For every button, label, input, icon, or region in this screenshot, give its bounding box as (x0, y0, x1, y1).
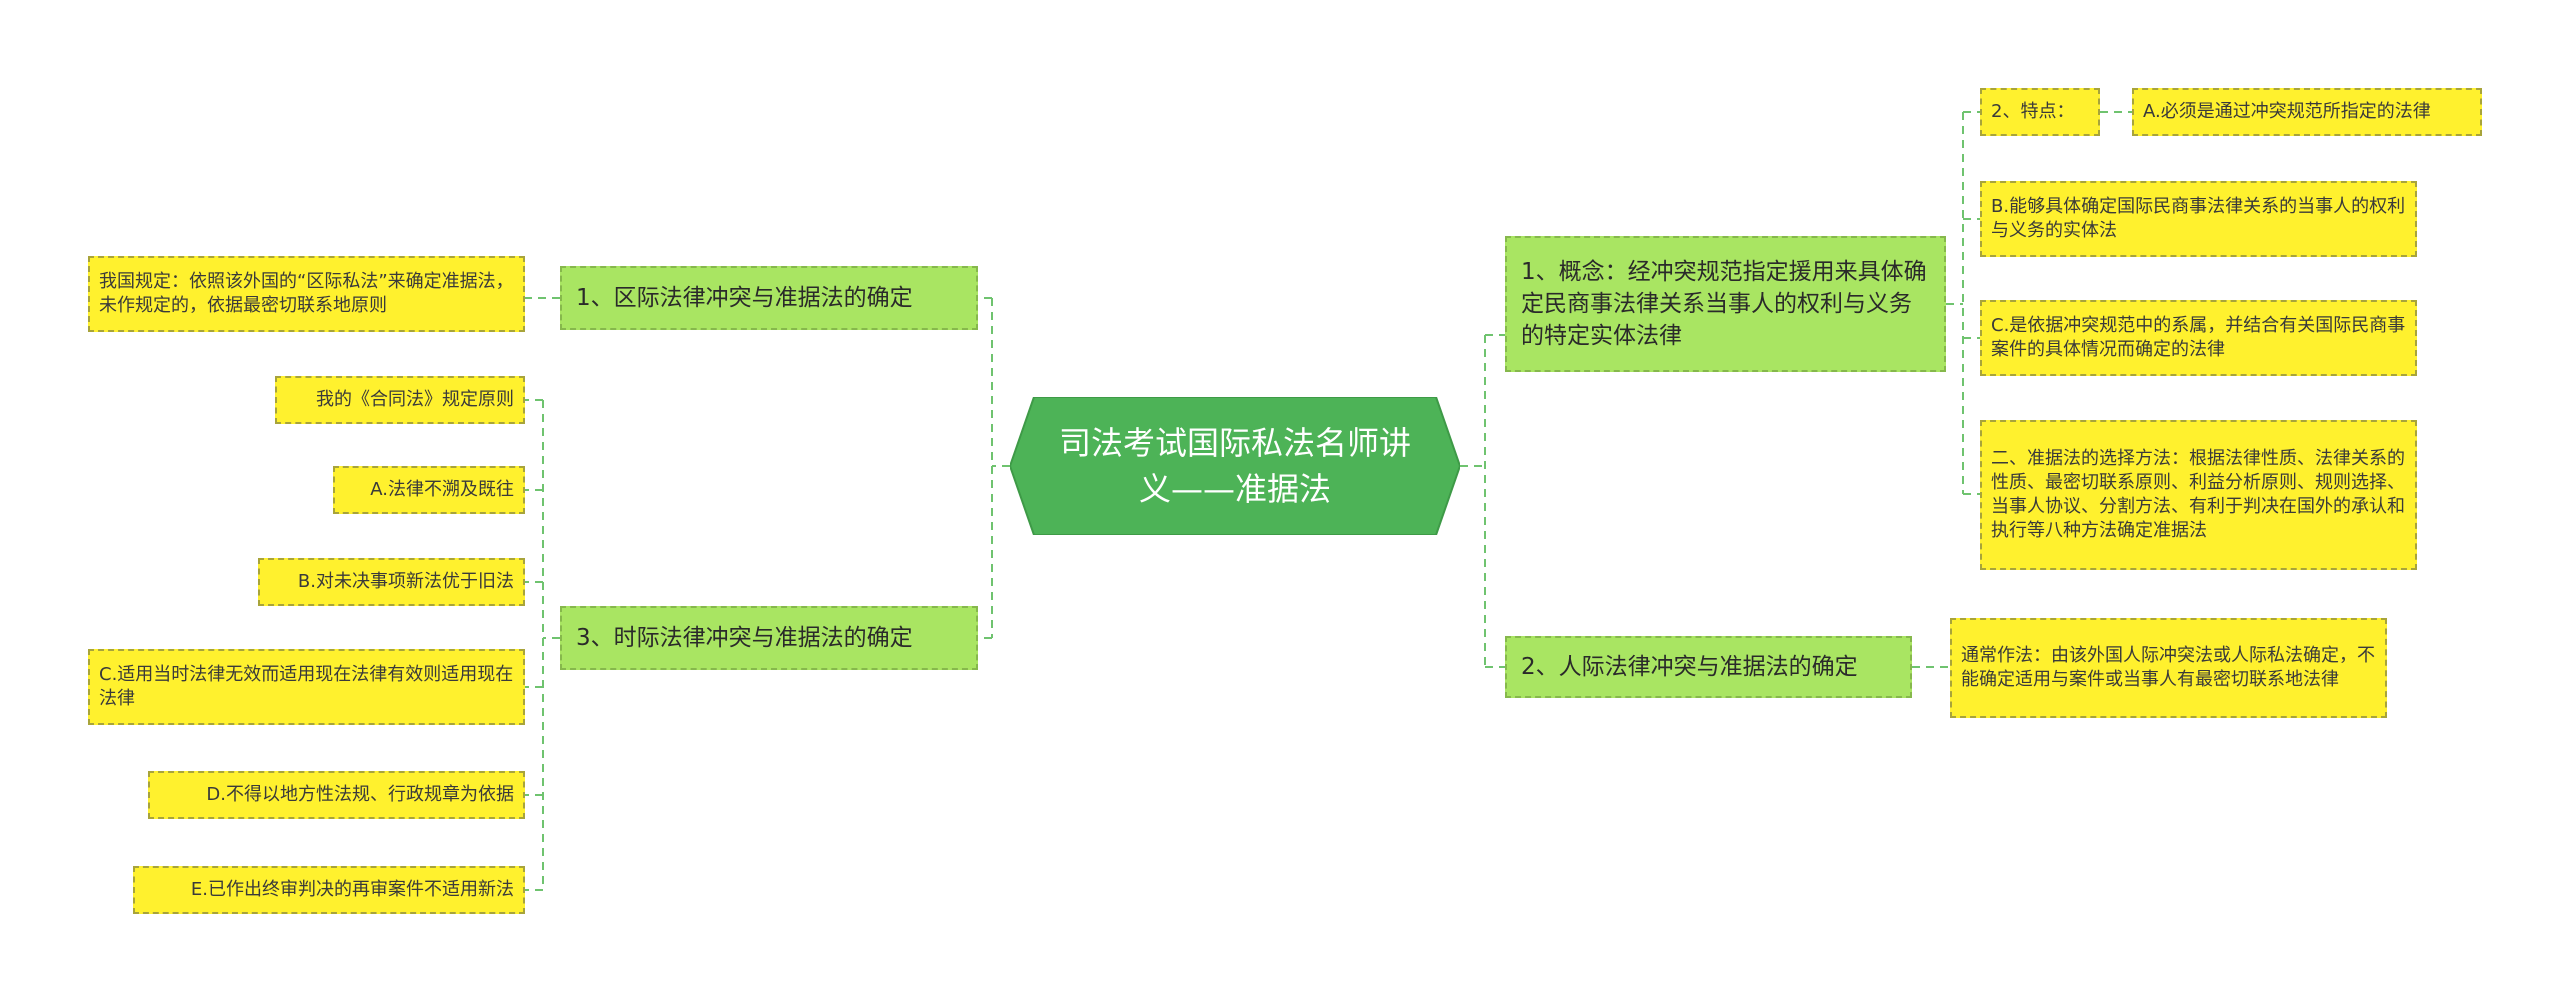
temporal-node[interactable]: 3、时际法律冲突与准据法的确定 (560, 606, 978, 670)
link-root-left (978, 297, 1010, 639)
temporal-item[interactable]: D.不得以地方性法规、行政规章为依据 (148, 771, 525, 819)
features-label-node[interactable]: 2、特点： (1980, 88, 2100, 136)
link-temporal-items (525, 399, 560, 891)
interpersonal-node[interactable]: 2、人际法律冲突与准据法的确定 (1505, 636, 1912, 698)
concept-node[interactable]: 1、概念：经冲突规范指定援用来具体确定民商事法律关系当事人的权利与义务的特定实体… (1505, 236, 1946, 372)
temporal-item[interactable]: C.适用当时法律无效而适用现在法律有效则适用现在法律 (88, 649, 525, 725)
link-root-right (1460, 334, 1505, 668)
feature-c-node[interactable]: C.是依据冲突规范中的系属，并结合有关国际民商事案件的具体情况而确定的法律 (1980, 300, 2417, 376)
interregional-rule-node[interactable]: 我国规定：依照该外国的“区际私法”来确定准据法，未作规定的，依据最密切联系地原则 (88, 256, 525, 332)
link-concept-leaves (1946, 111, 1980, 495)
root-title: 司法考试国际私法名师讲义——准据法 (1058, 424, 1411, 508)
feature-a-node[interactable]: A.必须是通过冲突规范所指定的法律 (2132, 88, 2482, 136)
concept-label: 1、概念：经冲突规范指定援用来具体确定民商事法律关系当事人的权利与义务的特定实体… (1521, 259, 1927, 349)
temporal-item[interactable]: A.法律不溯及既往 (333, 466, 525, 514)
temporal-item[interactable]: E.已作出终审判决的再审案件不适用新法 (133, 866, 525, 914)
interregional-node[interactable]: 1、区际法律冲突与准据法的确定 (560, 266, 978, 330)
temporal-item[interactable]: B.对未决事项新法优于旧法 (258, 558, 525, 606)
temporal-item[interactable]: 我的《合同法》规定原则 (275, 376, 525, 424)
selection-method-node[interactable]: 二、准据法的选择方法：根据法律性质、法律关系的性质、最密切联系原则、利益分析原则… (1980, 420, 2417, 570)
root-node[interactable]: 司法考试国际私法名师讲义——准据法 (1010, 397, 1460, 535)
interpersonal-practice-node[interactable]: 通常作法：由该外国人际冲突法或人际私法确定，不能确定适用与案件或当事人有最密切联… (1950, 618, 2387, 718)
feature-b-node[interactable]: B.能够具体确定国际民商事法律关系的当事人的权利与义务的实体法 (1980, 181, 2417, 257)
root-hexagon-shape (1010, 397, 1460, 535)
